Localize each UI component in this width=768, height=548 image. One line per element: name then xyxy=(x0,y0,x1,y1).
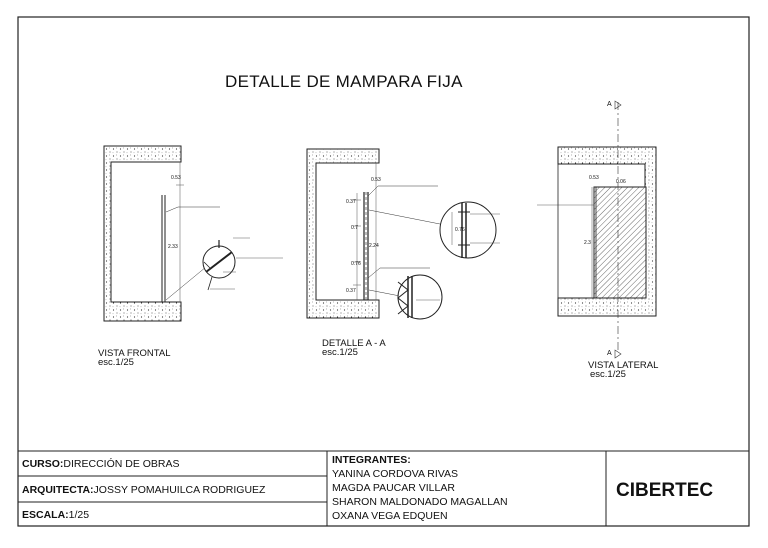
dim-lateral-height: 2.3 xyxy=(584,240,591,246)
member-2: MAGDA PAUCAR VILLAR xyxy=(332,482,455,494)
drawing-title: DETALLE DE MAMPARA FIJA xyxy=(225,72,463,91)
member-1: YANINA CORDOVA RIVAS xyxy=(332,468,459,480)
dim-detalle-p2: 0.7 xyxy=(351,225,358,231)
dim-detalle-p1: 0.37 xyxy=(346,199,356,205)
vista-lateral-label: VISTA LATERAL xyxy=(588,360,659,371)
vista-frontal-scale: esc.1/25 xyxy=(98,357,134,368)
arquitecta-field: ARQUITECTA:JOSSY POMAHUILCA RODRIGUEZ xyxy=(22,484,265,496)
integrantes-label: INTEGRANTES: xyxy=(332,454,411,466)
member-3: SHARON MALDONADO MAGALLAN xyxy=(332,496,508,508)
curso-field: CURSO:DIRECCIÓN DE OBRAS xyxy=(22,458,180,470)
arquitecta-label: ARQUITECTA: xyxy=(22,484,94,496)
vista-lateral-scale: esc.1/25 xyxy=(590,369,626,380)
dim-lateral-top2: 0.06 xyxy=(616,179,626,185)
dim-detalle-p3: 0.76 xyxy=(351,261,361,267)
vista-frontal-drawing xyxy=(103,145,283,322)
section-mark-top: A xyxy=(607,101,612,108)
dim-lateral-top: 0.53 xyxy=(589,175,599,181)
dim-frontal-height: 2.33 xyxy=(168,244,178,250)
arquitecta-value: JOSSY POMAHUILCA RODRIGUEZ xyxy=(93,484,266,496)
vista-lateral-drawing xyxy=(537,100,657,359)
institution-name: CIBERTEC xyxy=(616,480,714,501)
curso-label: CURSO: xyxy=(22,458,64,470)
escala-label: ESCALA: xyxy=(22,509,69,521)
vista-frontal-label: VISTA FRONTAL xyxy=(98,348,171,359)
titleblock-grid xyxy=(18,450,749,526)
escala-field: ESCALA:1/25 xyxy=(22,509,89,521)
detalle-aa-label: DETALLE A - A xyxy=(322,338,386,349)
dim-detalle-top: 0.53 xyxy=(371,177,381,183)
detalle-aa-drawing xyxy=(306,148,500,320)
section-mark-bottom: A xyxy=(607,350,612,357)
dim-detalle-zoom: 0.76 xyxy=(455,227,465,233)
member-4: OXANA VEGA EDQUEN xyxy=(332,510,448,522)
dim-detalle-p5: 0.37 xyxy=(346,288,356,294)
curso-value: DIRECCIÓN DE OBRAS xyxy=(63,458,180,470)
detalle-aa-scale: esc.1/25 xyxy=(322,347,358,358)
dim-frontal-top: 0.53 xyxy=(171,175,181,181)
dim-detalle-height: 2.24 xyxy=(369,243,379,249)
escala-value: 1/25 xyxy=(68,509,90,521)
sheet-border xyxy=(17,16,750,527)
